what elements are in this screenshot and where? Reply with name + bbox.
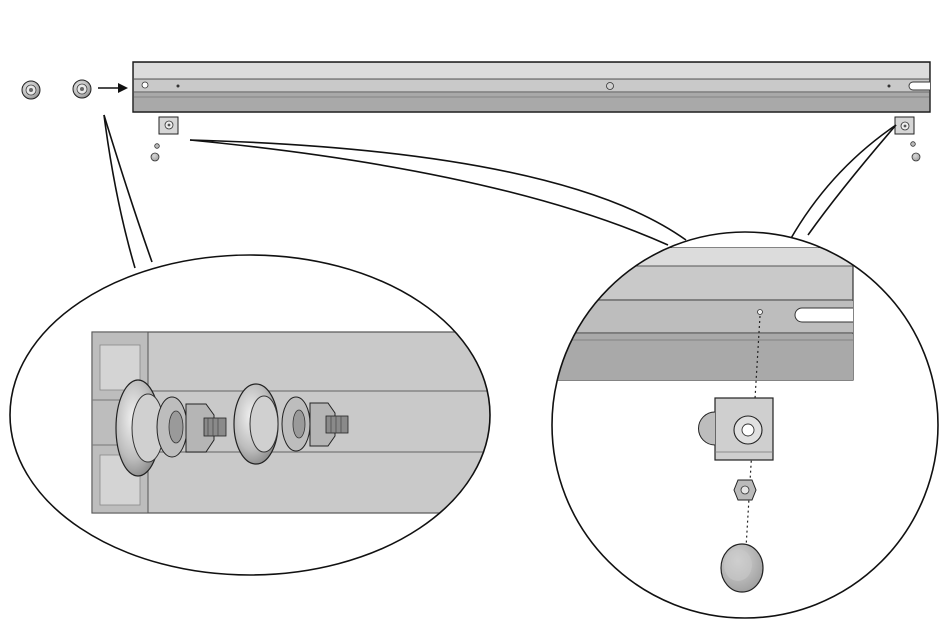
left-roller-detail <box>10 255 512 575</box>
right-end-bracket-detail <box>540 232 938 618</box>
small-screw <box>155 144 160 149</box>
end-bracket <box>159 117 178 134</box>
callout-leader-left <box>104 115 152 268</box>
callout-leader-bottom <box>190 140 686 245</box>
end-bracket <box>895 117 914 134</box>
small-screw-detail <box>734 480 756 500</box>
small-screw <box>911 142 916 147</box>
roller-wheel-with-bolt <box>73 80 91 98</box>
roller-wheel-with-bolt <box>22 81 40 99</box>
end-cap <box>151 153 159 161</box>
end-cap-detail <box>721 544 763 592</box>
insertion-arrow <box>98 83 128 93</box>
rail-profile <box>133 62 930 112</box>
callout-leader-right <box>790 125 896 240</box>
end-cap <box>912 153 920 161</box>
